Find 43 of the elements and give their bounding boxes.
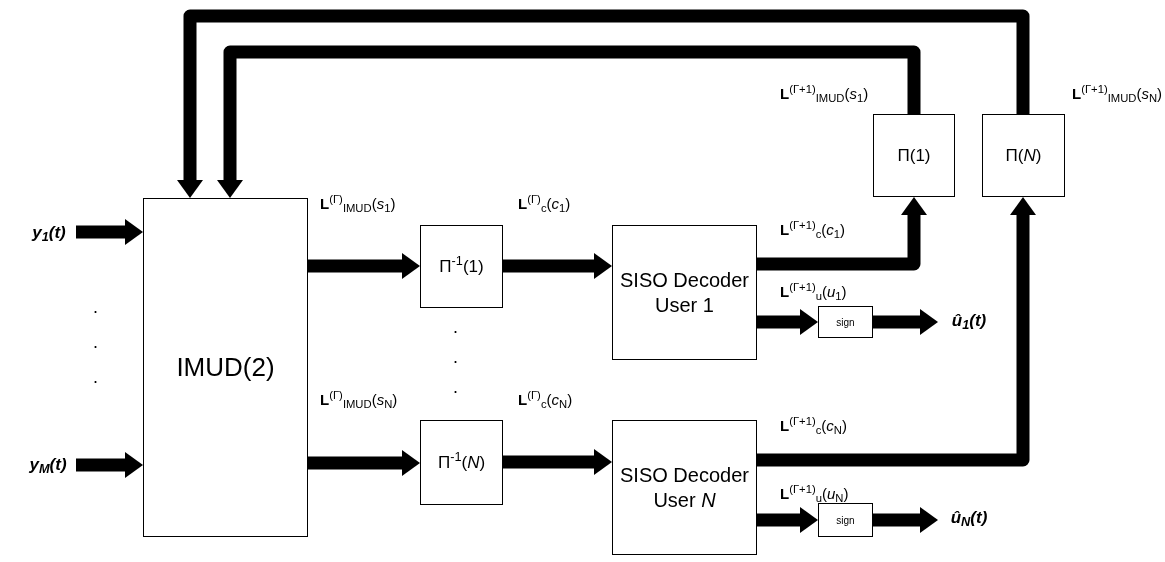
- edge-label: L$^{(Γ+1)}$$_{IMUD}$(s$_{1}$): [778, 86, 871, 101]
- process-box: Π(N): [982, 114, 1065, 197]
- ellipsis-dot: .: [453, 348, 458, 366]
- edge-label: L$^{(Γ)}$$_{c}$(c$_{1}$): [516, 196, 573, 211]
- signal-label: û$_{1}$(t): [938, 308, 1000, 334]
- arrow: [873, 507, 938, 533]
- process-box: SISO Decoder User 1: [612, 225, 757, 360]
- arrow: [308, 450, 420, 476]
- sign-block: sign: [818, 306, 873, 338]
- edge-label: L$^{(Γ)}$$_{IMUD}$(s$_{1}$): [318, 196, 398, 211]
- arrow: [757, 197, 927, 271]
- ellipsis-dot: .: [453, 318, 458, 336]
- edge-label: L$^{(Γ+1)}$$_{u}$(u$_{1}$): [778, 284, 849, 299]
- arrow: [757, 309, 818, 335]
- signal-label: y$_{M}$(t): [20, 452, 76, 478]
- edge-label: L$^{(Γ+1)}$$_{c}$(c$_{1}$): [778, 222, 848, 237]
- edge-label: L$^{(Γ+1)}$$_{IMUD}$(s$_{N}$): [1070, 86, 1165, 101]
- arrow: [503, 449, 612, 475]
- arrow: [76, 219, 143, 245]
- arrow: [217, 45, 921, 198]
- process-box: Π(1): [873, 114, 955, 197]
- ellipsis-dot: .: [93, 298, 98, 316]
- sign-block: sign: [818, 503, 873, 537]
- edge-label: L$^{(Γ)}$$_{c}$(c$_{N}$): [516, 392, 575, 407]
- process-box: Π$^{-1}$(N): [420, 420, 503, 505]
- edge-label: L$^{(Γ+1)}$$_{u}$(u$_{N}$): [778, 486, 851, 501]
- arrow: [308, 253, 420, 279]
- ellipsis-dot: .: [93, 368, 98, 386]
- arrow: [177, 9, 1030, 198]
- arrow: [76, 452, 143, 478]
- process-box: SISO Decoder User N: [612, 420, 757, 555]
- signal-label: û$_{N}$(t): [938, 505, 1000, 531]
- signal-label: y$_{1}$(t): [22, 220, 76, 246]
- arrow: [757, 197, 1036, 467]
- process-box: Π$^{-1}$(1): [420, 225, 503, 308]
- arrow: [757, 507, 818, 533]
- ellipsis-dot: .: [453, 378, 458, 396]
- arrow: [873, 309, 938, 335]
- edge-label: L$^{(Γ+1)}$$_{c}$(c$_{N}$): [778, 418, 849, 433]
- ellipsis-dot: .: [93, 333, 98, 351]
- edge-label: L$^{(Γ)}$$_{IMUD}$(s$_{N}$): [318, 392, 400, 407]
- arrow: [503, 253, 612, 279]
- process-box: IMUD(2): [143, 198, 308, 537]
